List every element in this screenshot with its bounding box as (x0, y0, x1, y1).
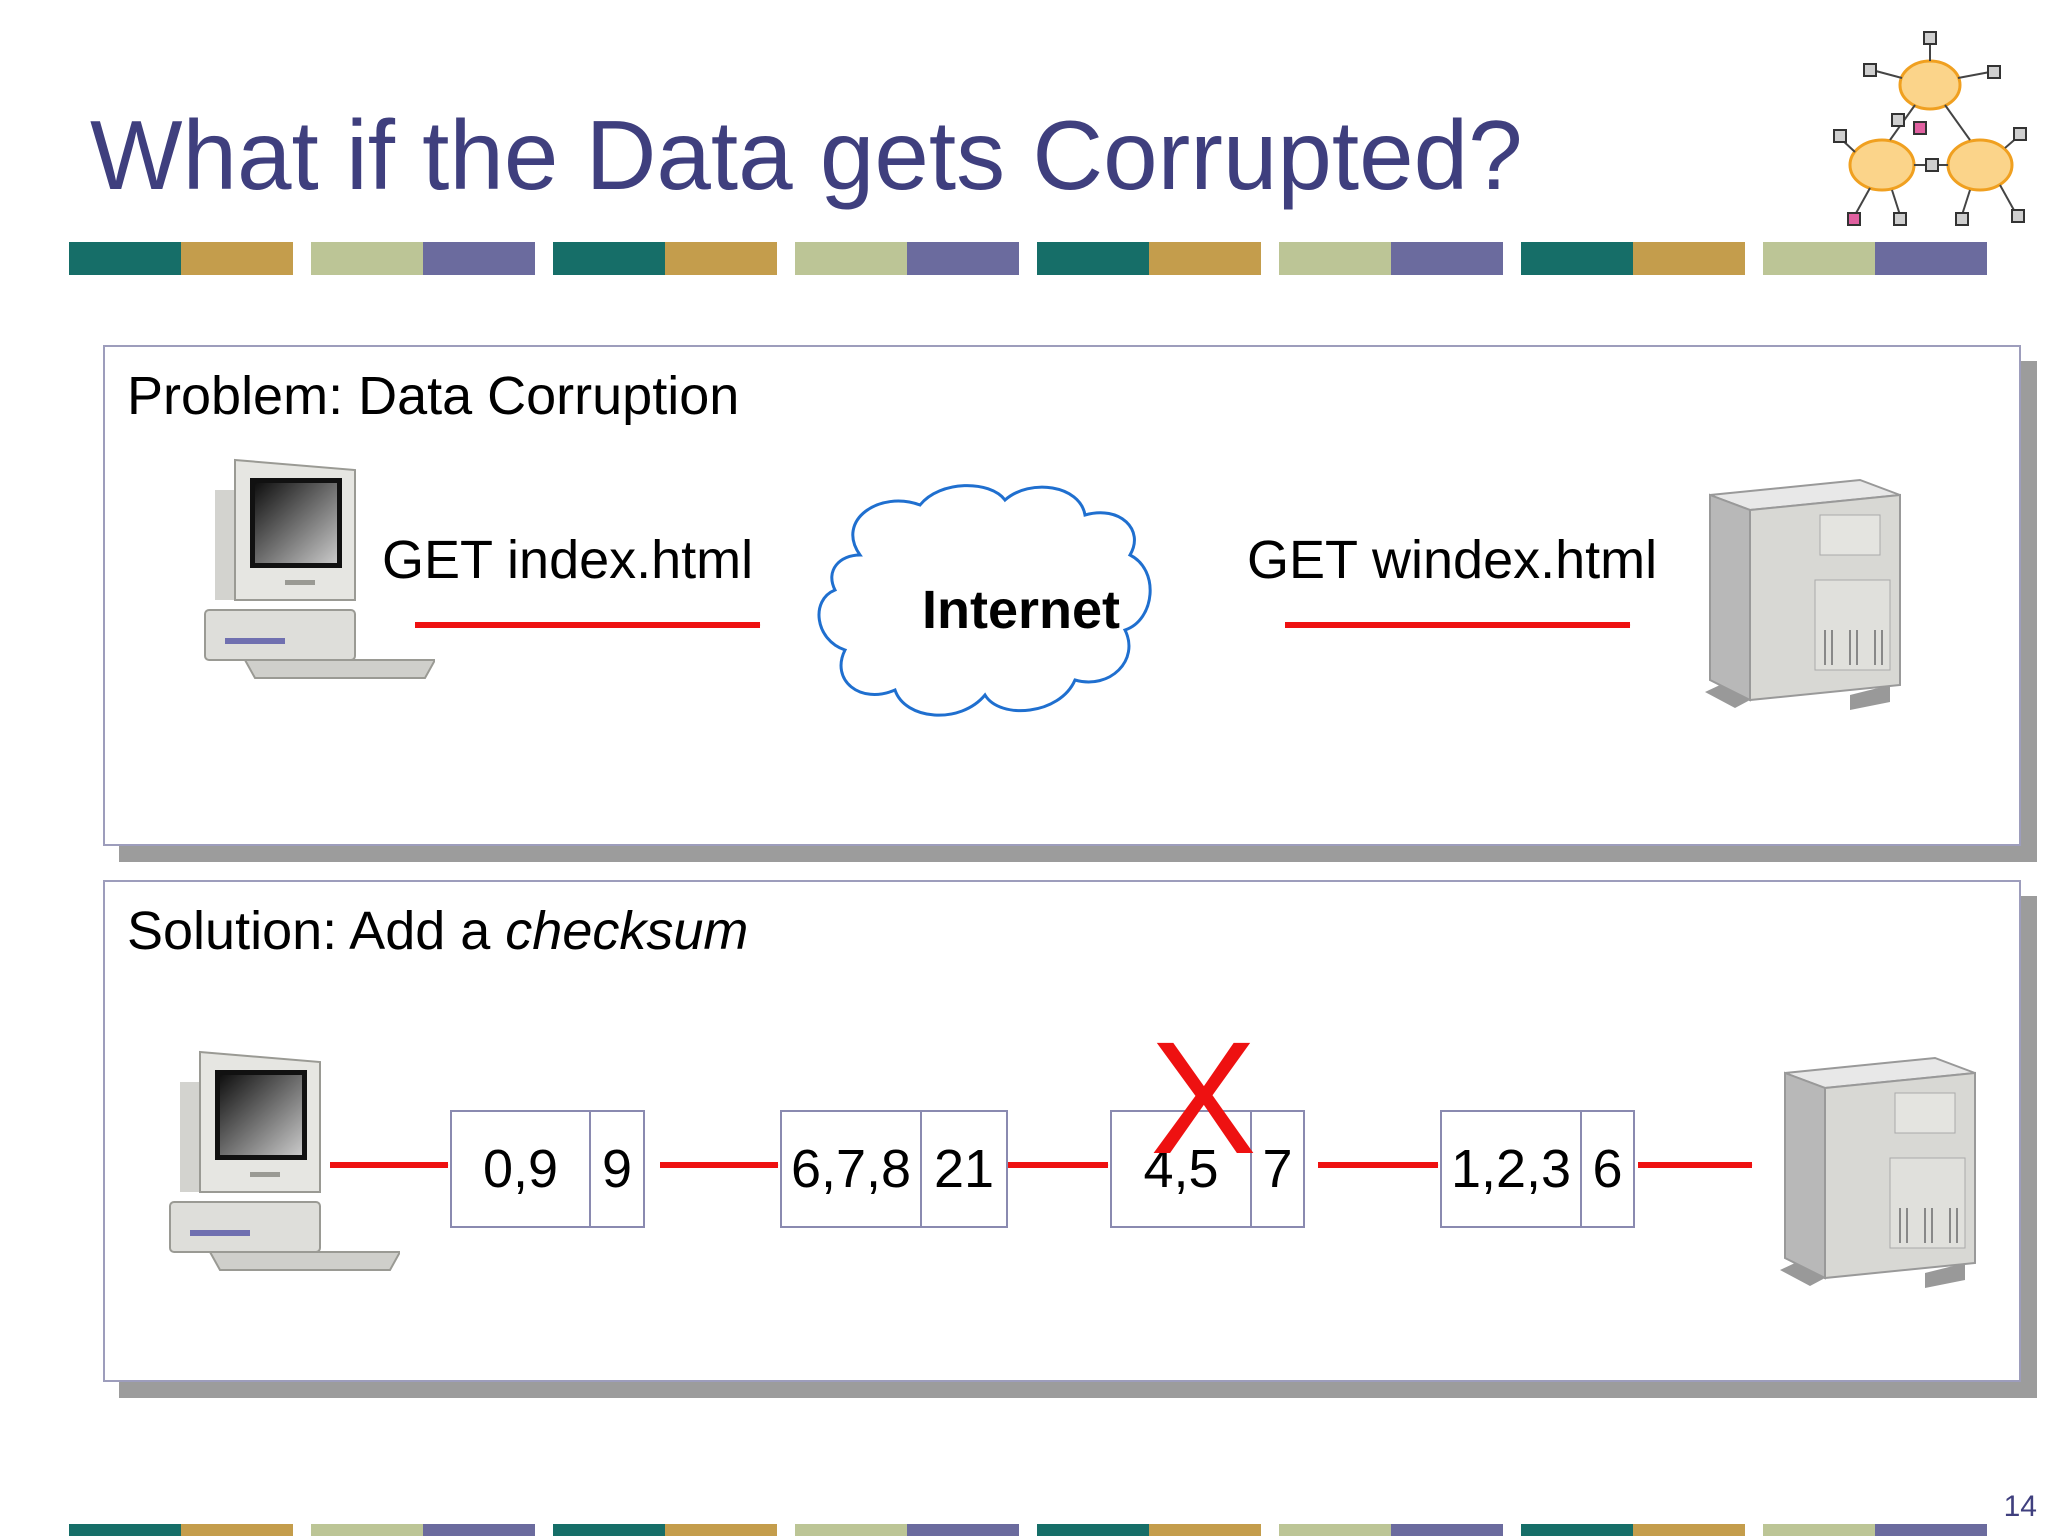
network-topology-icon (1833, 31, 2027, 226)
packet-checksum: 7 (1250, 1112, 1303, 1226)
request-label-sent: GET index.html (382, 530, 754, 590)
packet-data: 4,5 (1143, 1139, 1219, 1199)
packet-checksum: 6 (1580, 1112, 1633, 1226)
desktop-computer-icon (169, 1051, 400, 1271)
packet-checksum: 21 (920, 1112, 1006, 1226)
packet: 0,9 9 (450, 1110, 645, 1228)
packet-corrupted: 4,5 7 (1110, 1110, 1305, 1228)
server-tower-icon (1704, 479, 1901, 711)
solution-panel: Solution: Add a checksum (103, 880, 2021, 1382)
decorative-stripe-bottom (69, 1524, 1994, 1536)
problem-heading: Problem: Data Corruption (127, 366, 740, 426)
packet-checksum: 9 (589, 1112, 643, 1226)
packet-data: 6,7,8 (790, 1139, 912, 1199)
server-tower-icon (1779, 1057, 1976, 1289)
packet: 1,2,3 6 (1440, 1110, 1635, 1228)
solution-heading-emphasis: checksum (505, 901, 749, 961)
cloud-label: Internet (922, 580, 1121, 640)
page-number: 14 (2003, 1490, 2037, 1523)
decorative-stripe-top (69, 242, 1994, 275)
slide-title: What if the Data gets Corrupted? (90, 100, 1523, 210)
solution-heading: Solution: Add a checksum (127, 900, 748, 962)
packet-data: 1,2,3 (1450, 1139, 1572, 1199)
packet: 6,7,8 21 (780, 1110, 1008, 1228)
corruption-mark: X (1150, 1008, 1257, 1187)
solution-heading-prefix: Solution: Add a (127, 901, 506, 961)
request-label-received: GET windex.html (1247, 530, 1658, 590)
packet-data: 0,9 (482, 1139, 559, 1199)
cloud-icon (817, 484, 1152, 717)
